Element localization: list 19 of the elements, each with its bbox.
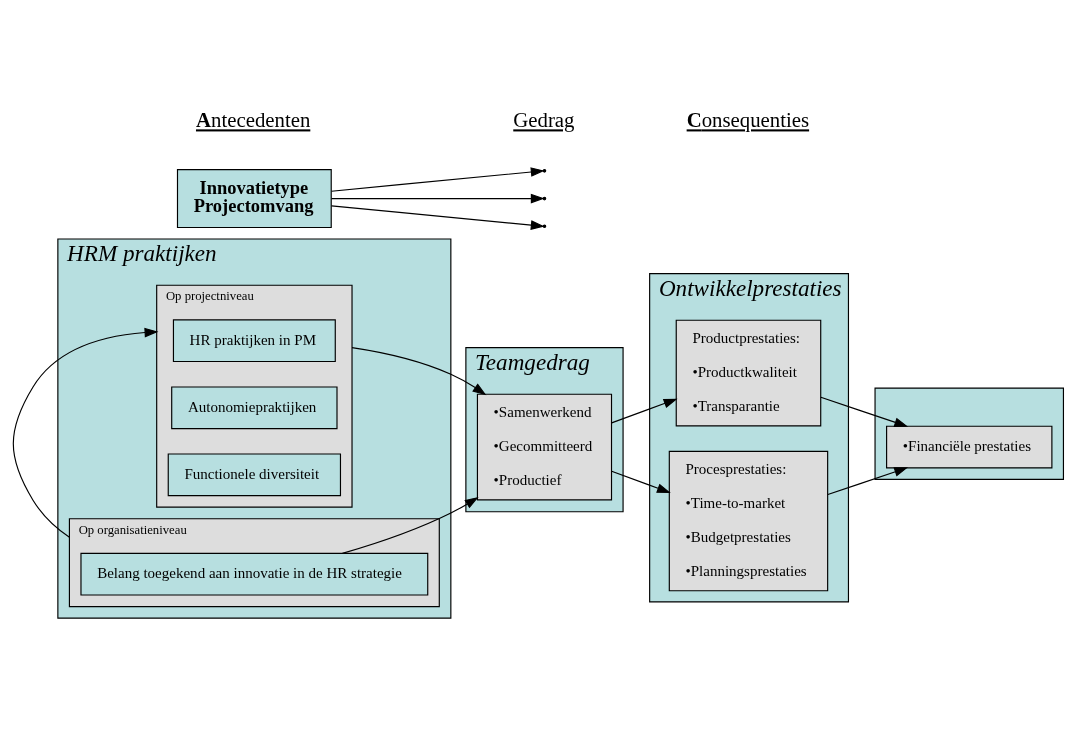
arrow (351, 347, 487, 396)
node-box: Procesprestaties: •Time-to-market •Budgetprestaties •Planningsprestaties (668, 450, 829, 592)
node-box: Functionele diversiteit (167, 453, 342, 497)
arrow (827, 467, 909, 496)
node-box: Autonomiepraktijken (171, 386, 338, 430)
node-box: Innovatietype Projectomvang (176, 169, 332, 229)
arrow (820, 396, 909, 427)
node-box: HR praktijken in PM (172, 319, 336, 363)
arrow (611, 398, 678, 424)
node-box: •Financiële prestaties (886, 425, 1053, 469)
arrow (330, 167, 545, 192)
label: Gedrag (513, 108, 575, 132)
node-box: •Samenwerkend •Gecommitteerd •Productief (476, 393, 613, 501)
arrow (341, 496, 479, 554)
arrow (611, 470, 671, 493)
label: Consequenties (686, 108, 810, 132)
node-box: Productprestaties: •Productkwaliteit •Transparantie (675, 319, 822, 427)
node-box: Belang toegekend aan innovatie in de HR strategie (80, 552, 429, 596)
label: Antecedenten (195, 108, 311, 132)
